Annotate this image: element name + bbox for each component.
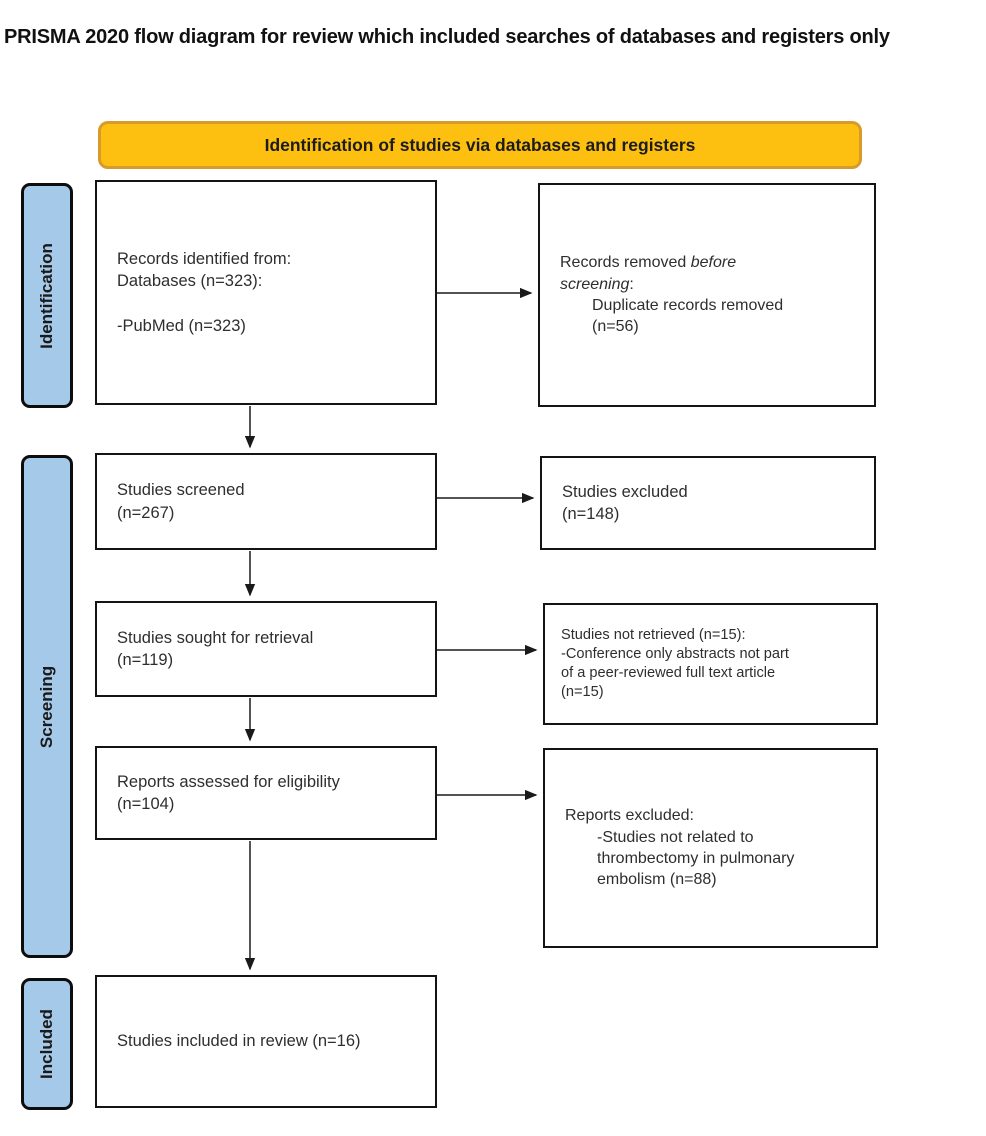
page-title: PRISMA 2020 flow diagram for review whic…	[4, 26, 890, 48]
box-text-line: Studies screened	[117, 481, 245, 500]
box-reports-assessed: Reports assessed for eligibility (n=104)	[95, 746, 437, 840]
box-text-line: (n=104)	[117, 795, 175, 813]
box-text-line: (n=148)	[562, 505, 620, 523]
banner-identification-of-studies: Identification of studies via databases …	[98, 121, 862, 169]
box-text-line: Records removed before	[560, 254, 737, 272]
box-text-line: -Studies not related to	[597, 828, 754, 846]
box-text-line: (n=119)	[117, 651, 174, 669]
italic-screening: screening	[560, 275, 630, 293]
box-text-line: -Conference only abstracts not part	[561, 646, 789, 663]
box-studies-not-retrieved: Studies not retrieved (n=15): -Conferenc…	[543, 603, 878, 725]
stage-included-label: Included	[37, 1009, 56, 1079]
box-records-identified: Records identified from: Databases (n=32…	[95, 180, 437, 405]
stage-screening: Screening	[21, 455, 73, 958]
box-text-line: Records identified from:	[117, 250, 292, 269]
box-text-line: Studies not retrieved (n=15):	[561, 627, 746, 644]
box-text-line: Reports assessed for eligibility	[117, 772, 340, 791]
box-records-removed: Records removed before screening: Duplic…	[538, 183, 876, 407]
box-studies-sought: Studies sought for retrieval (n=119)	[95, 601, 437, 697]
box-text-line: Studies excluded	[562, 482, 688, 501]
stage-screening-label: Screening	[37, 665, 57, 748]
box-text-line: of a peer-reviewed full text article	[561, 665, 776, 681]
italic-before: before	[690, 254, 737, 272]
box-text-line: Studies included in review (n=16)	[117, 1032, 361, 1051]
stage-identification: Identification	[21, 183, 73, 408]
box-text-line: Reports excluded:	[565, 807, 694, 825]
spacer	[117, 293, 421, 315]
box-text-line: (n=267)	[117, 503, 175, 522]
box-text-line: screening:	[560, 275, 634, 293]
box-studies-excluded: Studies excluded (n=148)	[540, 456, 876, 550]
box-text-line: (n=56)	[592, 318, 639, 336]
box-studies-included: Studies included in review (n=16)	[95, 975, 437, 1108]
box-text-line: -PubMed (n=323)	[117, 316, 246, 335]
banner-label: Identification of studies via databases …	[264, 134, 696, 155]
box-studies-screened: Studies screened (n=267)	[95, 453, 437, 550]
box-text-line: Databases (n=323):	[117, 272, 263, 291]
stage-included: Included	[21, 978, 73, 1110]
box-text-line: (n=15)	[561, 683, 604, 700]
box-text-line: thrombectomy in pulmonary	[597, 850, 795, 867]
box-text-line: Studies sought for retrieval	[117, 628, 314, 647]
stage-identification-label: Identification	[37, 242, 56, 349]
box-text-line: Duplicate records removed	[592, 297, 784, 314]
box-reports-excluded: Reports excluded: -Studies not related t…	[543, 748, 878, 948]
box-text-line: embolism (n=88)	[597, 871, 717, 889]
